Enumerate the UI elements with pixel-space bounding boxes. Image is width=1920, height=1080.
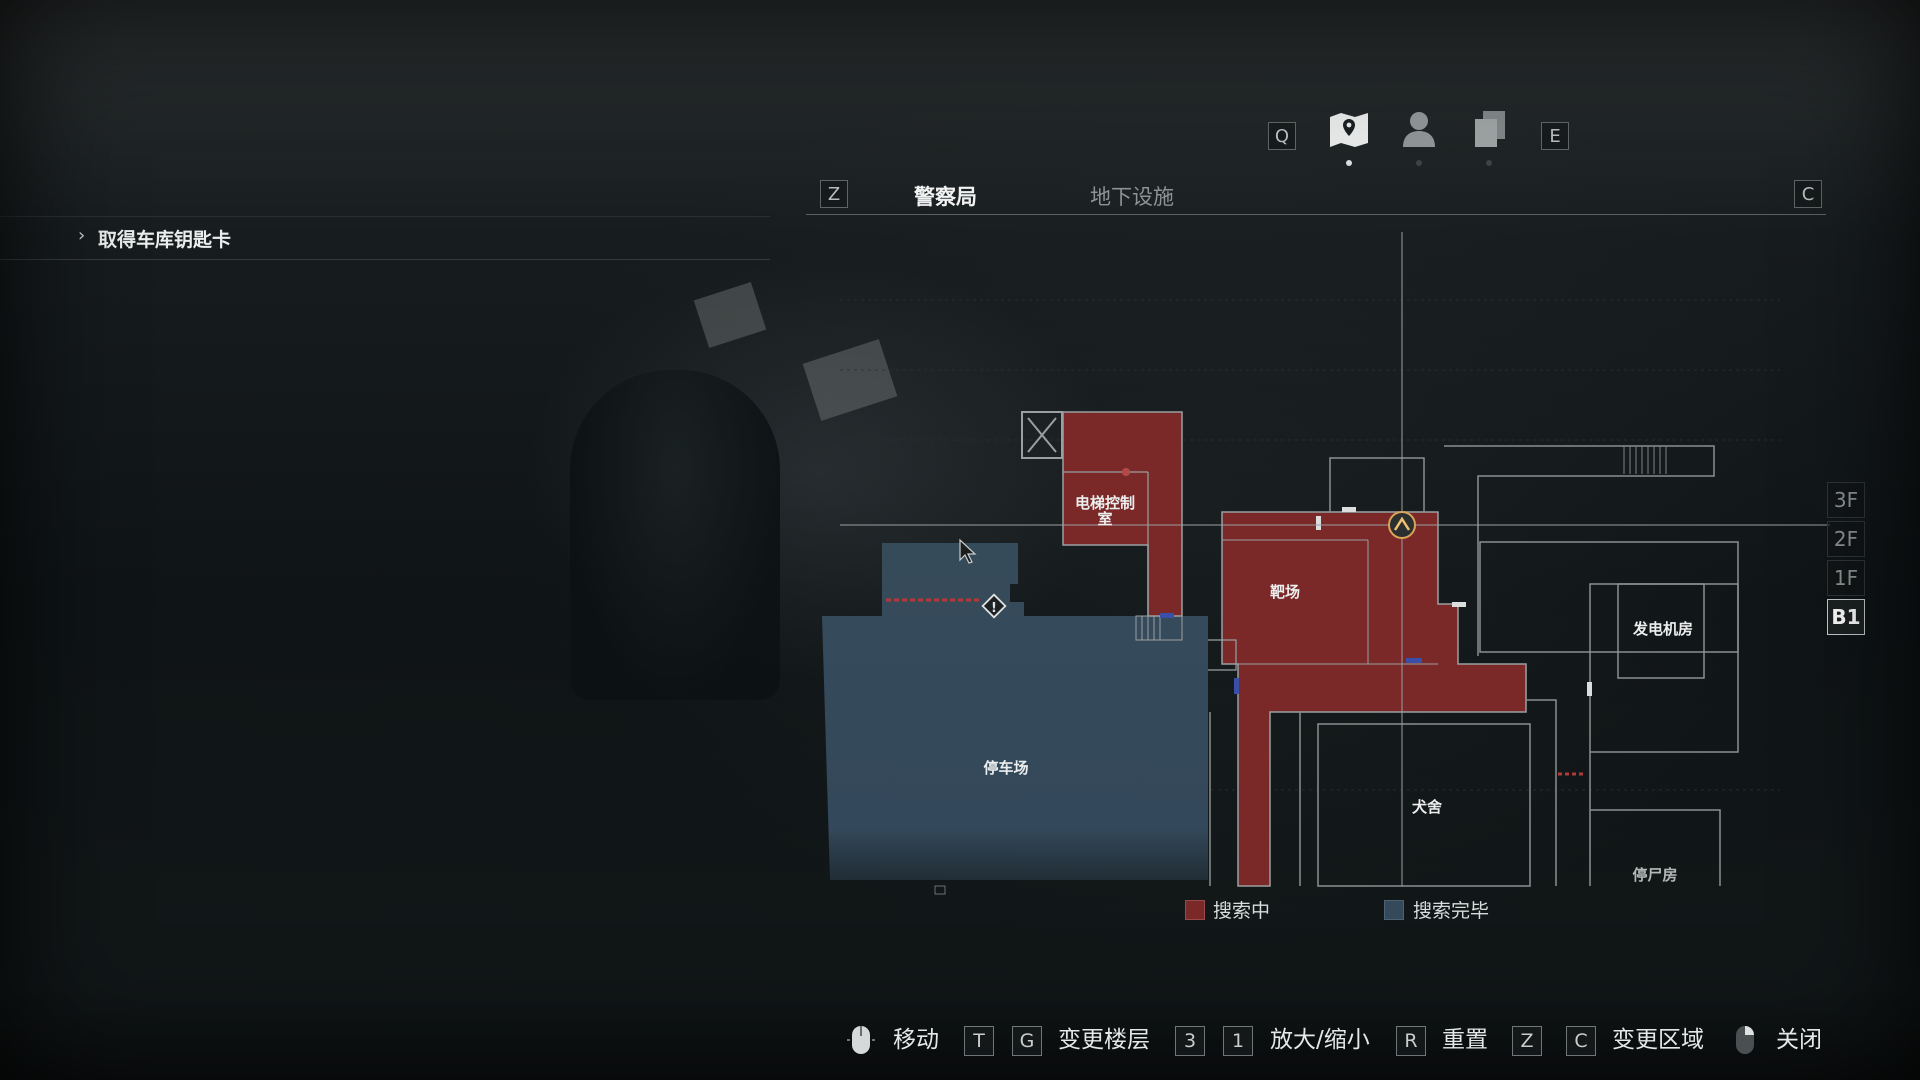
key-r[interactable]: R bbox=[1396, 1026, 1426, 1056]
key-g[interactable]: G bbox=[1012, 1026, 1042, 1056]
files-category-indicator bbox=[1486, 160, 1492, 166]
chevron-right-icon: › bbox=[78, 225, 86, 246]
person-icon[interactable] bbox=[1396, 106, 1442, 152]
key-1[interactable]: 1 bbox=[1223, 1026, 1253, 1056]
next-category-key[interactable]: E bbox=[1541, 122, 1569, 150]
person-category-indicator bbox=[1416, 160, 1422, 166]
objective-row[interactable]: › 取得车库钥匙卡 bbox=[0, 216, 770, 260]
floor-b1-button[interactable]: B1 bbox=[1827, 599, 1865, 635]
floor-3f-button[interactable]: 3F bbox=[1827, 482, 1865, 518]
hint-area-label: 变更区域 bbox=[1612, 1027, 1704, 1053]
label-shooting-range: 靶场 bbox=[1270, 583, 1300, 601]
legend-completed-swatch bbox=[1384, 900, 1404, 920]
small-door-icon bbox=[934, 885, 946, 895]
tab-divider bbox=[806, 214, 1826, 215]
map-category-indicator bbox=[1346, 160, 1352, 166]
files-icon[interactable] bbox=[1466, 106, 1512, 152]
elevator-shaft bbox=[1021, 411, 1063, 459]
key-t[interactable]: T bbox=[964, 1026, 994, 1056]
legend-searching-swatch bbox=[1185, 900, 1205, 920]
hint-floor-label: 变更楼层 bbox=[1058, 1027, 1150, 1053]
next-area-key[interactable]: C bbox=[1794, 180, 1822, 208]
control-hints-bar bbox=[0, 980, 1920, 1080]
floor-1f-button[interactable]: 1F bbox=[1827, 560, 1865, 596]
doors bbox=[1160, 507, 1592, 696]
prev-area-key[interactable]: Z bbox=[820, 180, 848, 208]
room-parking-garage[interactable] bbox=[822, 543, 1208, 880]
map-crosshair bbox=[840, 232, 1830, 886]
label-elevator-control: 电梯控制 bbox=[1075, 494, 1135, 512]
key-3[interactable]: 3 bbox=[1175, 1026, 1205, 1056]
key-c[interactable]: C bbox=[1566, 1026, 1596, 1056]
label-parking-garage: 停车场 bbox=[983, 759, 1028, 777]
prev-category-key[interactable]: Q bbox=[1268, 122, 1296, 150]
mouse-move-icon bbox=[847, 1026, 875, 1054]
cursor-icon bbox=[959, 538, 977, 564]
objective-text: 取得车库钥匙卡 bbox=[98, 229, 232, 251]
legend-searching-label: 搜索中 bbox=[1213, 900, 1271, 922]
map-icon[interactable] bbox=[1326, 106, 1372, 152]
svg-text:!: ! bbox=[991, 601, 997, 616]
hint-move-label: 移动 bbox=[893, 1027, 939, 1053]
legend-completed-label: 搜索完毕 bbox=[1413, 900, 1490, 922]
hint-reset-label: 重置 bbox=[1442, 1027, 1488, 1053]
player-position-icon bbox=[1388, 511, 1416, 539]
room-elevator-control[interactable] bbox=[1062, 411, 1183, 617]
item-marker-icon bbox=[1122, 468, 1130, 476]
floor-2f-button[interactable]: 2F bbox=[1827, 521, 1865, 557]
label-kennel: 犬舍 bbox=[1412, 798, 1443, 816]
label-elevator-control-2: 室 bbox=[1097, 510, 1112, 528]
vent-icon bbox=[1623, 446, 1667, 474]
warning-icon: ! bbox=[981, 593, 1007, 619]
stairs-icon bbox=[1135, 615, 1183, 641]
tab-police-station[interactable]: 警察局 bbox=[914, 185, 977, 209]
label-morgue: 停尸房 bbox=[1632, 866, 1677, 884]
mouse-right-click-icon bbox=[1736, 1026, 1754, 1054]
tab-underground-facility[interactable]: 地下设施 bbox=[1090, 185, 1174, 209]
label-generator-room: 发电机房 bbox=[1632, 620, 1693, 638]
hint-close-label: 关闭 bbox=[1776, 1027, 1822, 1053]
character-silhouette bbox=[570, 370, 780, 700]
hint-zoom-label: 放大/缩小 bbox=[1270, 1027, 1370, 1053]
key-z[interactable]: Z bbox=[1512, 1026, 1542, 1056]
